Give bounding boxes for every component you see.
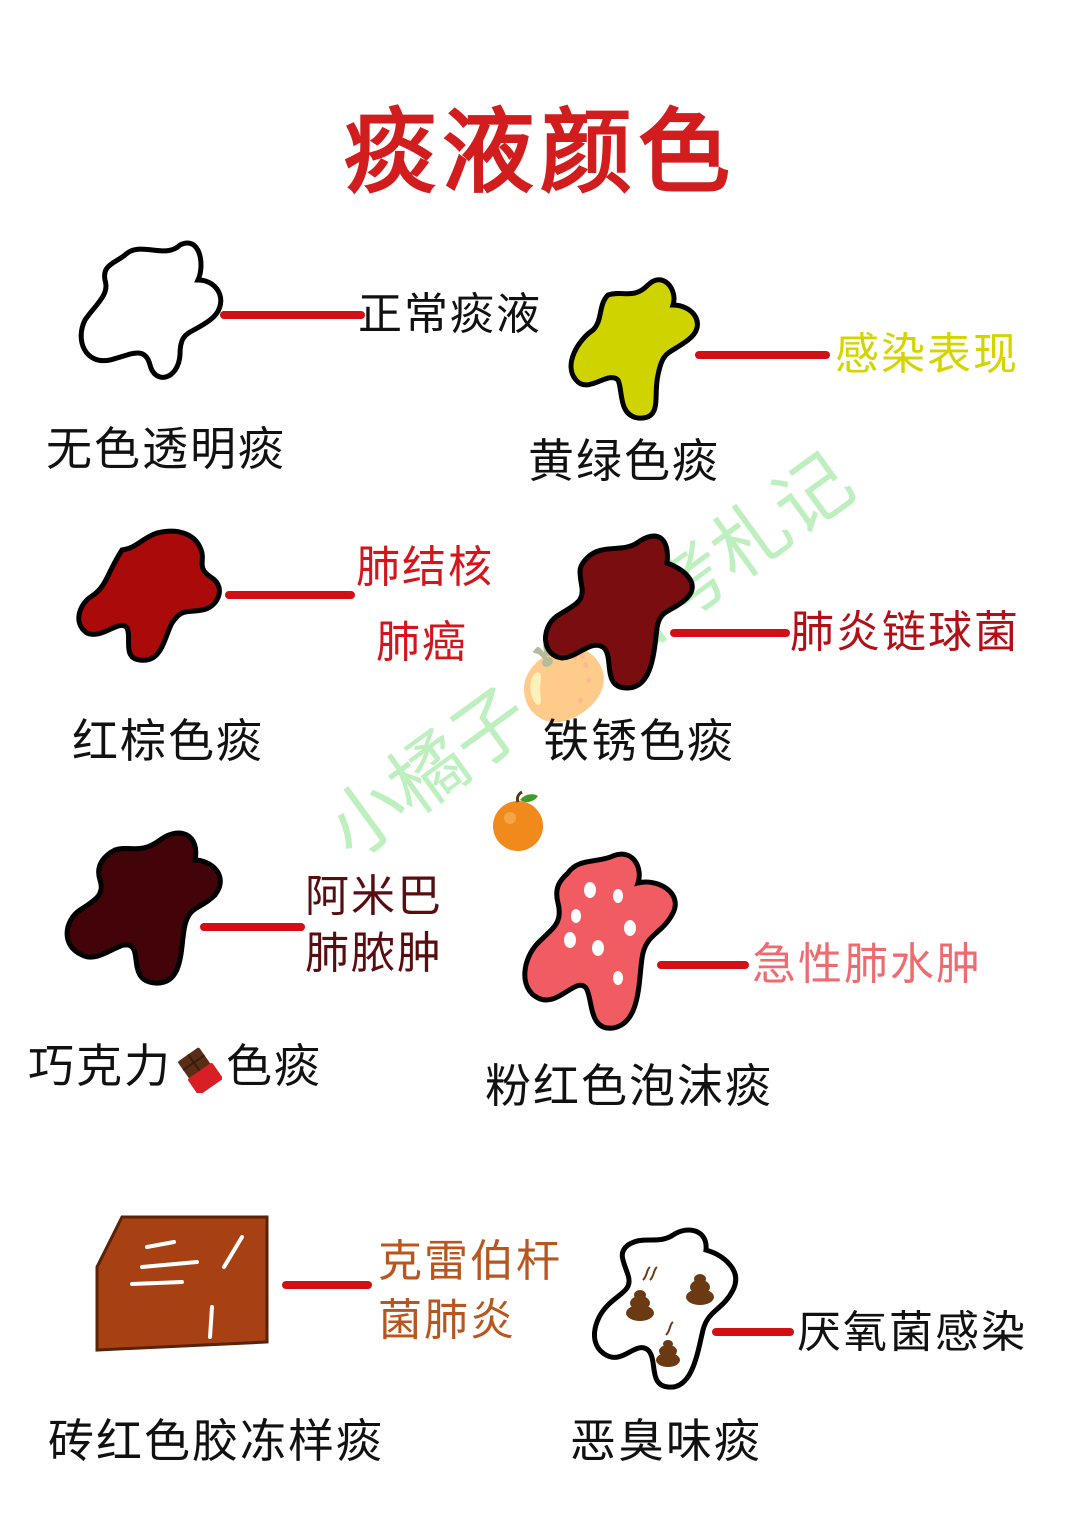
connector-line (712, 1328, 794, 1336)
chocolate-icon (178, 1047, 222, 1093)
colorless-sputum-blob (78, 240, 224, 380)
rust-sputum-blob (543, 533, 695, 691)
meaning-normal: 正常痰液 (358, 289, 542, 340)
label-red-brown: 红棕色痰 (72, 714, 264, 768)
connector-line (657, 961, 749, 969)
connector-line (282, 1281, 372, 1289)
brick-red-jelly-block (95, 1215, 269, 1352)
label-chocolate-text-2: 色痰 (226, 1039, 322, 1093)
connector-line (220, 311, 365, 319)
connector-line (200, 923, 305, 931)
meaning-lung-abscess: 肺脓肿 (305, 928, 443, 980)
chocolate-sputum-blob (64, 830, 223, 986)
meaning-pulmonary-edema: 急性肺水肿 (752, 939, 982, 990)
connector-line (695, 351, 830, 359)
label-rust: 铁锈色痰 (543, 714, 735, 768)
meaning-infection: 感染表现 (835, 329, 1019, 380)
connector-line (225, 591, 355, 599)
page-title: 痰液颜色 (343, 99, 736, 206)
red-brown-sputum-blob (76, 528, 222, 663)
meaning-amoeba: 阿米巴 (305, 871, 443, 922)
meaning-anaerobic: 厌氧菌感染 (797, 1307, 1027, 1358)
label-brick-red-jelly: 砖红色胶冻样痰 (48, 1414, 384, 1468)
label-foul-smelling: 恶臭味痰 (570, 1414, 762, 1468)
meaning-tb-cancer: 肺结核 肺癌 (356, 538, 494, 673)
meaning-klebsiella-line-2: 菌肺炎 (378, 1295, 516, 1347)
meaning-klebsiella-line-1: 克雷伯杆 (378, 1236, 562, 1287)
meaning-tuberculosis: 肺结核 (356, 542, 494, 593)
meaning-streptococcus: 肺炎链球菌 (790, 607, 1020, 658)
connector-line (670, 629, 790, 637)
label-chocolate: 巧克力色痰 (28, 1030, 322, 1096)
label-yellow-green: 黄绿色痰 (528, 434, 720, 488)
meaning-amoebic: 阿米巴 肺脓肿 (305, 868, 443, 982)
label-colorless: 无色透明痰 (46, 422, 286, 476)
foul-smelling-sputum-blob (591, 1227, 739, 1390)
pink-frothy-sputum-blob (522, 851, 678, 1031)
meaning-lung-cancer: 肺癌 (376, 617, 468, 669)
label-chocolate-text-1: 巧克力 (28, 1039, 172, 1093)
poop-icon (626, 1274, 714, 1367)
meaning-klebsiella: 克雷伯杆 菌肺炎 (378, 1232, 562, 1351)
orange-icon (493, 790, 543, 851)
yellow-green-sputum-blob (568, 277, 700, 421)
label-pink-frothy: 粉红色泡沫痰 (485, 1059, 773, 1113)
